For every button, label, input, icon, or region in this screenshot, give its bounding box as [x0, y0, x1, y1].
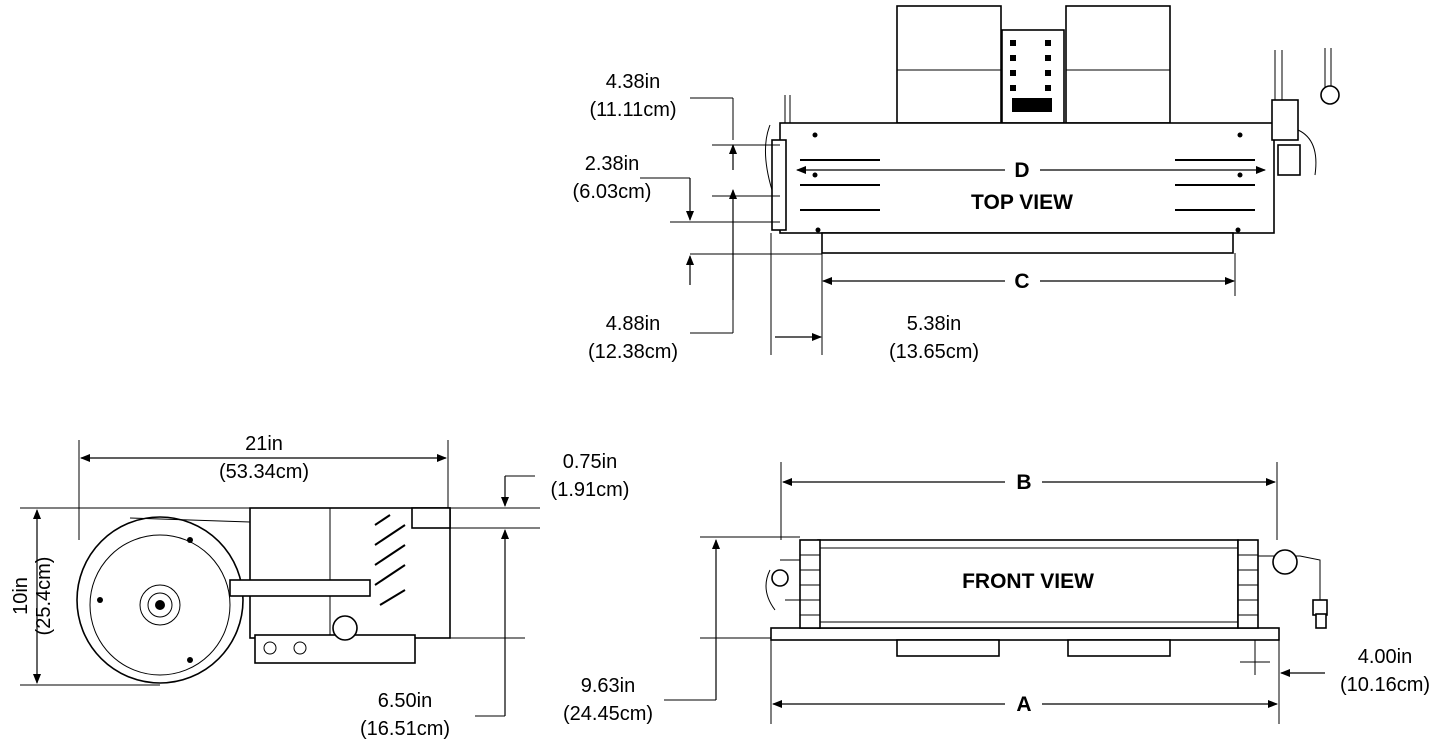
front-base-plate: [770, 627, 1280, 641]
label-a: A: [1016, 693, 1031, 716]
dim-438-in: 4.38in: [606, 71, 661, 93]
side-control-box: [254, 634, 416, 664]
dim-238-in: 2.38in: [585, 153, 640, 175]
front-valve-knob: [1315, 613, 1327, 629]
blower-housing-right: [1065, 5, 1171, 124]
dim-21-in: 21in: [245, 433, 283, 455]
blower-housing-left: [896, 5, 1002, 124]
dim-650-cm: (16.51cm): [360, 718, 450, 740]
right-header-fins: [1238, 554, 1258, 616]
dim-075-in: 0.75in: [563, 451, 618, 473]
top-drain-pan: [821, 232, 1234, 254]
side-view: 21in (53.34cm) 10in (25.4cm) 0.75in (1.9…: [10, 433, 629, 740]
dim-075-cm: (1.91cm): [551, 479, 630, 501]
dim-21-cm: (53.34cm): [219, 461, 309, 483]
label-c: C: [1014, 270, 1029, 293]
dim-963-in: 9.63in: [581, 675, 636, 697]
left-header-fins: [800, 554, 820, 616]
front-coil: [817, 539, 1239, 629]
front-coil-header-left: [799, 539, 821, 629]
top-view-title: TOP VIEW: [971, 191, 1073, 214]
dim-538-cm: (13.65cm): [889, 341, 979, 363]
dim-488-cm: (12.38cm): [588, 341, 678, 363]
top-view: D TOP VIEW C 4.38in (11.11cm) 2.38in (6.…: [573, 5, 1340, 363]
dim-10-in: 10in: [10, 577, 32, 615]
dim-10-cm: (25.4cm): [33, 557, 55, 636]
label-d: D: [1014, 159, 1029, 182]
front-coil-header-right: [1237, 539, 1259, 629]
side-vent-slots: [374, 514, 406, 606]
dim-538-in: 5.38in: [907, 313, 962, 335]
dim-438-cm: (11.11cm): [589, 99, 676, 121]
label-b: B: [1016, 471, 1031, 494]
top-vent-slots: [800, 159, 1255, 211]
dim-488-in: 4.88in: [606, 313, 661, 335]
left-fitting: [771, 139, 787, 231]
dim-400-cm: (10.16cm): [1340, 674, 1430, 696]
front-view: FRONT VIEW B A 9.63in (24.45cm) 4.00in (…: [563, 462, 1430, 725]
motor-windings: [1010, 40, 1052, 112]
dim-238-cm: (6.03cm): [573, 181, 652, 203]
right-valve: [1271, 99, 1299, 141]
dim-400-in: 4.00in: [1358, 646, 1413, 668]
dim-963-cm: (24.45cm): [563, 703, 653, 725]
front-view-title: FRONT VIEW: [962, 570, 1094, 593]
dim-650-in: 6.50in: [378, 690, 433, 712]
